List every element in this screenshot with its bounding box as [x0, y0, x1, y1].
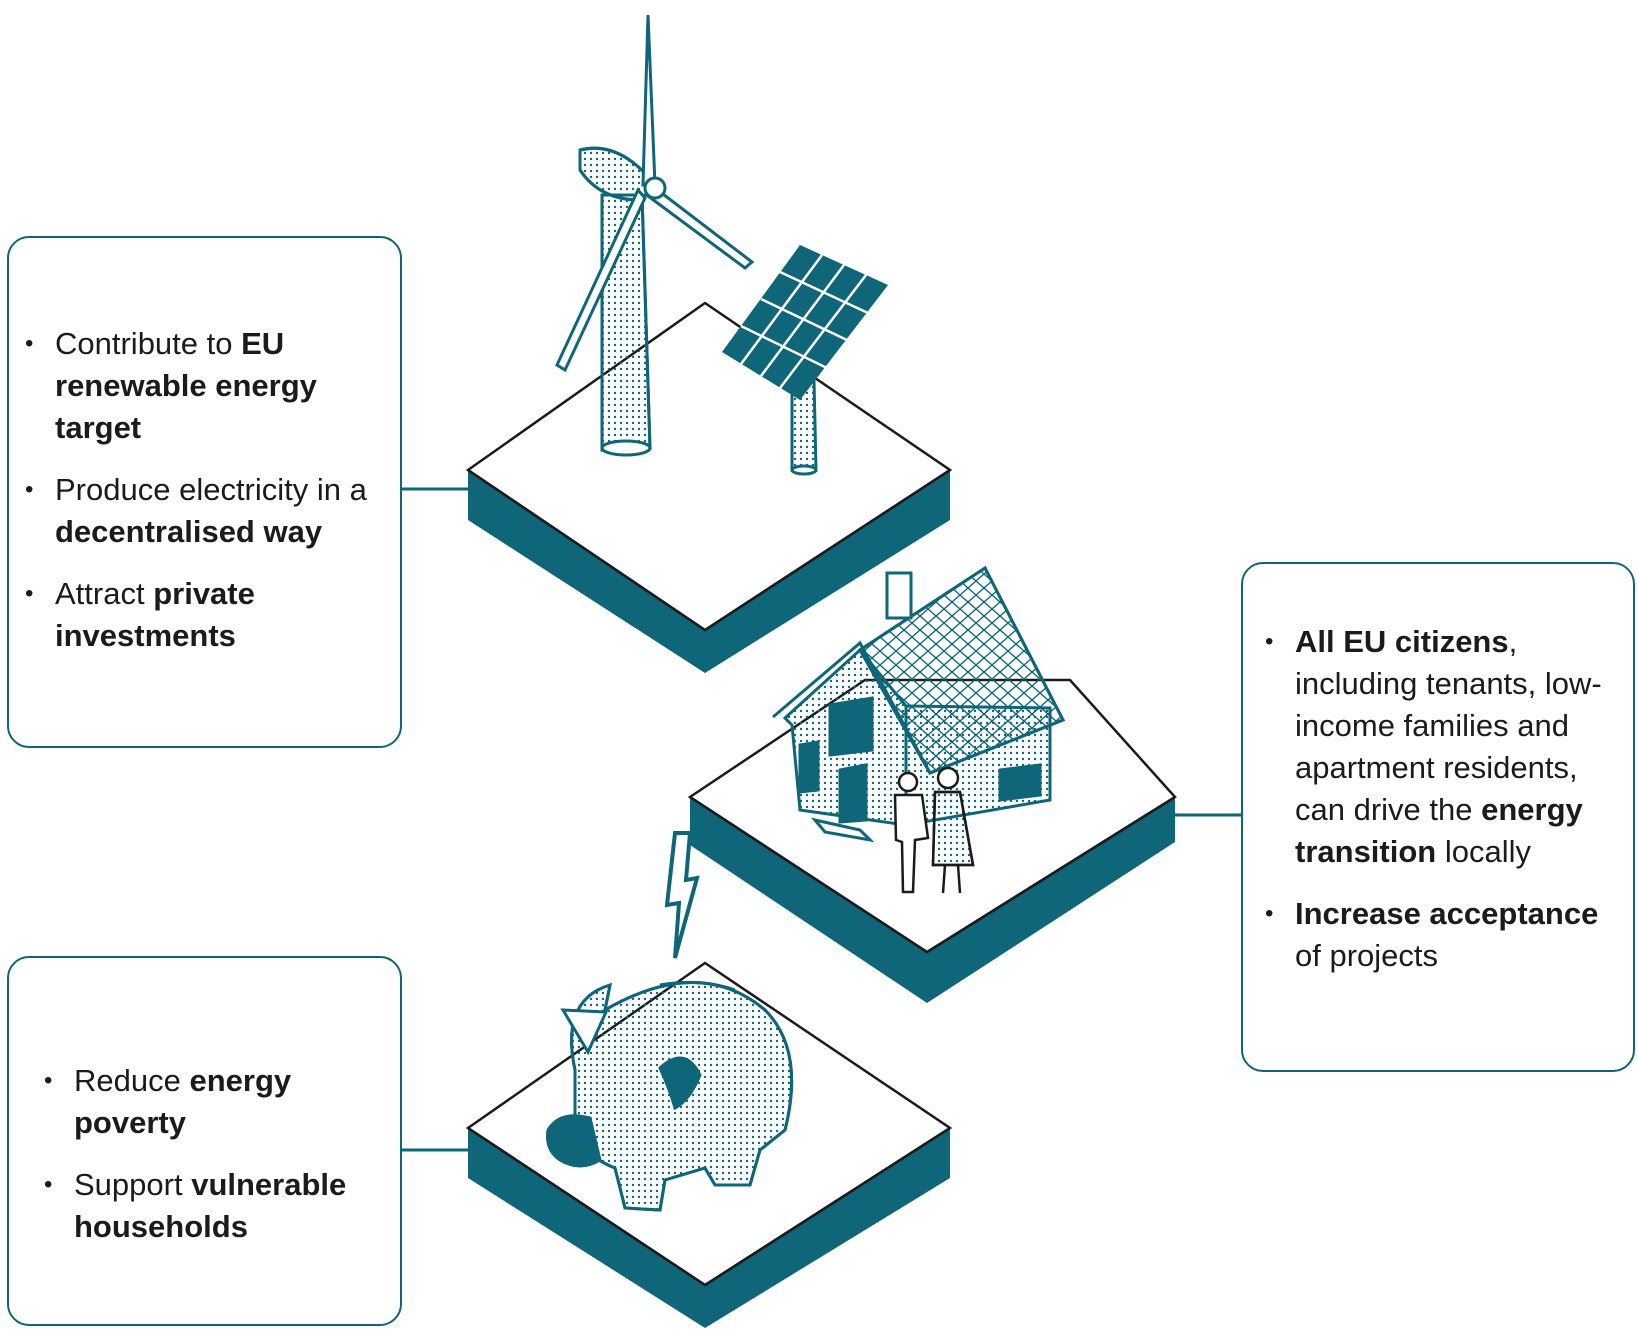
benefits-list: All EU citizens, including tenants, low-… [1265, 621, 1625, 997]
list-item: Produce electricity in a decentralised w… [25, 469, 395, 553]
benefits-list: Reduce energy poverty Support vulnerable… [44, 1060, 394, 1268]
list-item: Reduce energy poverty [44, 1060, 394, 1144]
list-item: Attract private investments [25, 573, 395, 657]
wind-turbine-icon [555, 14, 755, 457]
list-item: Increase acceptance of projects [1265, 893, 1625, 977]
piggy-bank-icon [546, 980, 794, 1212]
platform-energy [465, 301, 953, 673]
list-item: Support vulnerable households [44, 1164, 394, 1248]
benefits-box-energy: Contribute to EU renewable energy target… [7, 236, 402, 748]
list-item: Contribute to EU renewable energy target [25, 323, 395, 449]
lightning-bolt-icon [664, 831, 700, 959]
benefits-list: Contribute to EU renewable energy target… [25, 323, 395, 677]
people-icon [893, 766, 975, 894]
solar-panel-icon [722, 245, 888, 476]
benefits-box-households: Reduce energy poverty Support vulnerable… [7, 956, 402, 1326]
list-item: All EU citizens, including tenants, low-… [1265, 621, 1625, 873]
benefits-box-citizens: All EU citizens, including tenants, low-… [1241, 562, 1635, 1072]
